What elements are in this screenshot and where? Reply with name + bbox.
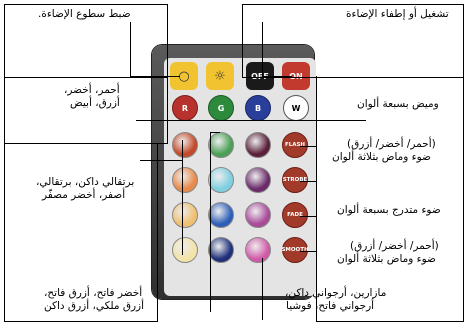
leader-line [262,22,263,77]
color-button[interactable] [172,237,198,263]
brightness-label: ضبط سطوع الإضاءة. [38,8,131,20]
leader-line [140,160,182,161]
leader-line [130,76,180,77]
strobe-description-line1: (أحمر/ أخضر/ أزرق) [347,138,436,150]
rgbw-callout-box [4,76,168,144]
power-callout-box [242,4,464,78]
on-label: ON [289,71,303,81]
green-column-label-line2: أزرق ملكي، أزرق داكن [44,300,145,312]
color-button[interactable] [245,237,271,263]
right-callout-box [316,76,464,322]
strobe-description-line2: ضوء وماض بثلاثة ألوان [332,151,431,163]
fade-description: ضوء متدرج بسبعة ألوان [337,204,441,216]
left-callout-box [4,143,158,322]
green-label: G [217,103,225,113]
color-button[interactable] [172,202,198,228]
smooth-label: SMOOTH [281,247,309,253]
leader-line [130,22,131,77]
orange-column-label-line2: أصفر، أخضر مصفّر [42,189,126,201]
strobe-label: STROBE [282,177,308,183]
color-button[interactable] [245,132,271,158]
rgbw-label-line2: أزرق، أبيض [70,97,120,109]
off-label: OFF [251,71,269,81]
rgbw-label-line1: أحمر، أخضر، [64,84,120,96]
white-label: W [291,103,301,113]
flash-button[interactable]: FLASH [282,132,308,158]
bulb-icon: ○ [178,68,190,84]
blue-button[interactable]: B [245,95,271,121]
fade-button[interactable]: FADE [282,202,308,228]
white-button[interactable]: W [283,95,309,121]
leader-line [182,140,183,255]
leader-line [210,132,211,312]
color-button[interactable] [208,132,234,158]
bulb-icon: ☼ [214,68,226,84]
green-button[interactable]: G [208,95,234,121]
maroon-column-label-line1: مازارين، أرجواني داكن، [285,287,387,299]
color-button[interactable] [208,167,234,193]
leader-line [210,132,220,133]
leader-line [300,216,316,217]
orange-column-label-line1: برتقالي داكن، برتقالي، [36,176,135,188]
color-button[interactable] [208,202,234,228]
brightness-callout-box [4,4,168,78]
smooth-description-line2: ضوء وماض بثلاثة ألوان [337,253,436,265]
leader-line [262,258,263,320]
leader-line [300,251,316,252]
color-button[interactable] [245,167,271,193]
leader-line [262,76,292,77]
blue-label: B [254,103,262,113]
color-button[interactable] [208,237,234,263]
flash-description: وميض بسبعة ألوان [357,98,439,110]
leader-line [300,181,316,182]
smooth-description-line1: (أحمر/ أخضر/ أزرق) [350,240,439,252]
brightness-up-button[interactable]: ☼ [206,62,234,90]
color-button[interactable] [172,132,198,158]
leader-line [300,146,316,147]
fade-label: FADE [287,212,303,218]
strobe-button[interactable]: STROBE [282,167,308,193]
green-column-label-line1: أخضر فاتح، أزرق فاتح، [44,287,143,299]
flash-label: FLASH [284,142,306,148]
power-label: تشغيل أو إطفاء الإضاءة [346,8,449,20]
leader-line [306,120,366,121]
maroon-column-label-line2: أرجواني فاتح، فوشيا [286,300,375,312]
smooth-button[interactable]: SMOOTH [281,237,309,263]
color-button[interactable] [245,202,271,228]
color-button[interactable] [172,167,198,193]
red-label: R [181,103,189,113]
red-button[interactable]: R [172,95,198,121]
leader-line [136,120,311,121]
